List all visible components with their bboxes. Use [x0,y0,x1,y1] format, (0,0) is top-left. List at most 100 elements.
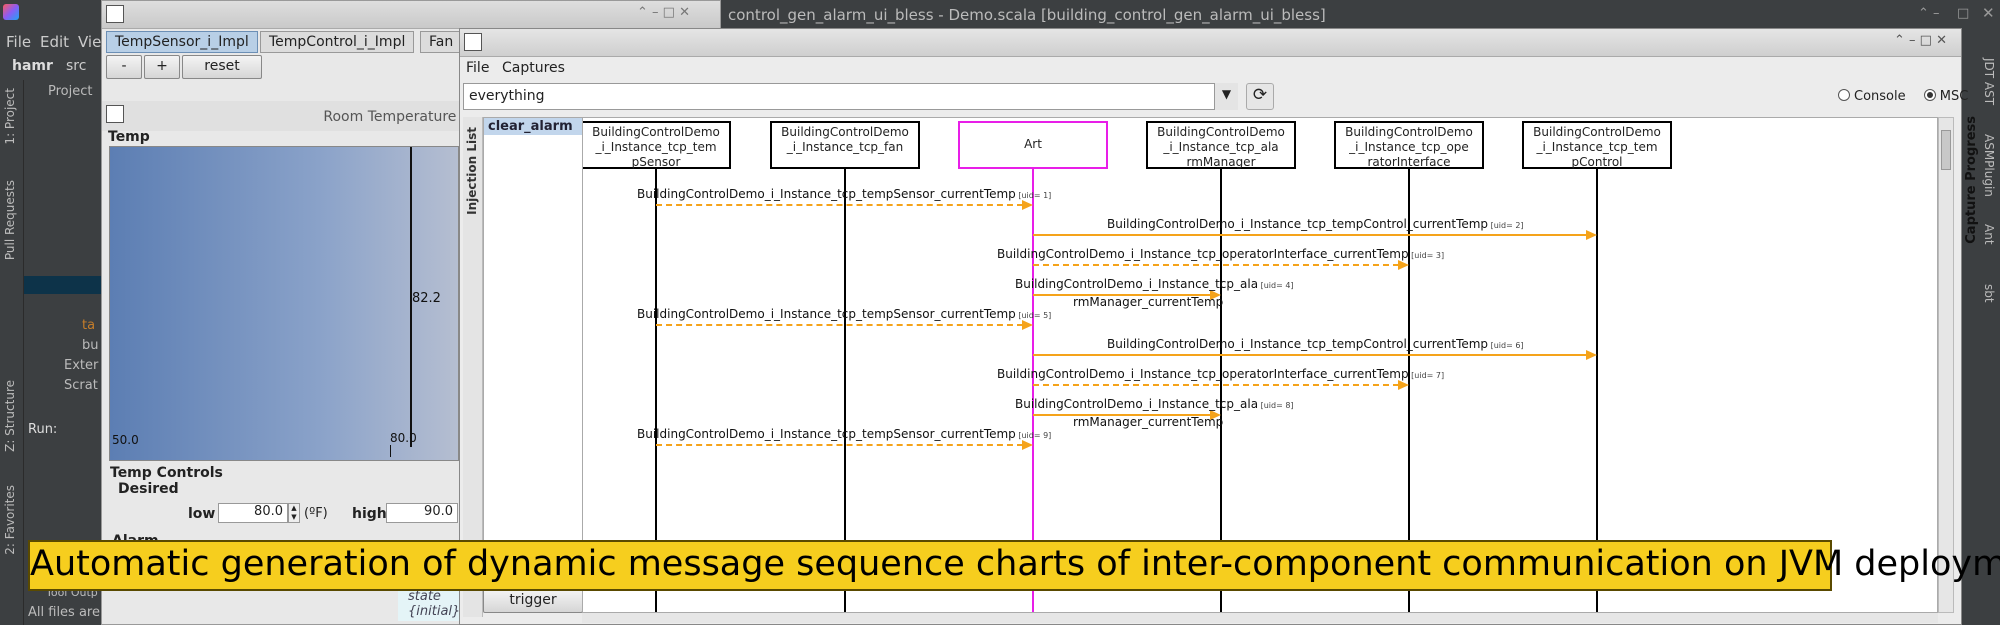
menu-file[interactable]: File [466,60,490,76]
message-arrow[interactable] [656,324,1023,326]
message-arrow[interactable] [656,444,1023,446]
lifeline-header: Art [958,121,1108,169]
trigger-button[interactable]: trigger [483,589,583,613]
increment-button[interactable]: + [144,55,180,79]
minimize-icon[interactable]: ⌃ – [1918,6,1940,21]
java-app-icon [106,5,124,23]
lifeline [655,169,657,612]
ide-left-toolbar: 1: Project Pull Requests Z: Structure 2:… [0,80,24,625]
tree-item[interactable]: Exter [64,358,99,373]
message-arrow[interactable] [1033,294,1211,296]
lifeline [844,169,846,612]
tree-item[interactable]: bu [82,338,99,353]
decrement-button[interactable]: - [106,55,142,79]
arrowhead-icon [1586,230,1597,240]
chevron-down-icon[interactable]: ▼ [1214,83,1238,110]
tab-tempsensor[interactable]: TempSensor_i_Impl [106,31,258,53]
low-value: 80.0 [254,504,283,519]
message-arrow[interactable] [1033,414,1211,416]
tree-item[interactable]: Scrat [64,378,98,393]
high-label: high [352,506,387,522]
radio-icon [1838,89,1850,101]
gauge-marker [410,147,412,447]
refresh-icon[interactable]: ⟳ [1246,83,1274,110]
vertical-scrollbar[interactable] [1938,117,1954,613]
scroll-thumb[interactable] [1941,130,1951,170]
lifeline-header: BuildingControlDemo _i_Instance_tcp_tem … [1522,121,1672,169]
message-label-line2: rmManager_currentTemp [1073,295,1224,309]
java-app-icon [464,33,482,51]
state-box: state {initial} [398,589,460,621]
reset-button[interactable]: reset [182,55,262,79]
project-selected-row[interactable] [24,276,104,294]
message-arrow[interactable] [1033,384,1399,386]
close-icon[interactable]: ✕ [1982,4,1995,22]
maximize-icon[interactable]: □ [1957,6,1970,21]
low-input[interactable]: 80.0 [218,503,288,523]
injection-item-clear-alarm[interactable]: clear_alarm [484,118,582,135]
msc-window-titlebar[interactable]: ⌃ – □ ✕ [460,29,1961,57]
msc-menubar: File Captures [460,57,1961,81]
tree-item[interactable]: ta [82,318,96,333]
breadcrumb-src[interactable]: src [66,58,87,74]
gauge-min-label: 50.0 [112,433,139,447]
injection-list: clear_alarm [483,117,583,587]
arrowhead-icon [1210,290,1221,300]
temp-window-titlebar[interactable]: ⌃ – □ ✕ [102,1,720,29]
tool-sbt[interactable]: sbt [1982,284,1996,303]
console-label: Console [1854,89,1906,104]
ide-window-title: control_gen_alarm_ui_bless - Demo.scala … [728,6,1326,24]
arrowhead-icon [1398,380,1409,390]
low-spinner[interactable]: ▲▼ [288,503,300,523]
high-input[interactable]: 90.0 [386,503,458,523]
window-controls[interactable]: ⌃ – □ ✕ [1894,33,1947,48]
injection-list-strip: Injection List [463,117,483,617]
arrowhead-icon [1022,320,1033,330]
filter-value: everything [469,88,545,104]
message-arrow[interactable] [1033,264,1399,266]
gauge-mid-label: 80.0 [390,431,417,445]
message-label: BuildingControlDemo_i_Instance_tcp_ala [… [1015,277,1294,291]
tab-tempcontrol[interactable]: TempControl_i_Impl [260,31,415,53]
message-label-line2: rmManager_currentTemp [1073,415,1224,429]
horizontal-scrollbar[interactable] [582,613,1938,623]
arrowhead-icon [1586,350,1597,360]
menu-file[interactable]: File [6,33,32,51]
menu-view[interactable]: Vie [78,33,102,51]
tool-ant[interactable]: Ant [1982,224,1996,245]
arrowhead-icon [1022,440,1033,450]
filter-combo[interactable]: everything [463,83,1238,110]
message-sequence-chart: BuildingControlDemo _i_Instance_tcp_tem … [582,117,1938,613]
window-controls[interactable]: ⌃ – □ ✕ [637,5,690,20]
arrowhead-icon [1210,410,1221,420]
view-toggle: Console MSC [1838,89,1968,104]
msc-radio[interactable]: MSC [1923,89,1969,104]
menu-edit[interactable]: Edit [40,33,70,51]
capture-progress-panel: Capture Progress [1962,116,1984,256]
message-arrow[interactable] [1033,354,1587,356]
tool-asmplugin[interactable]: ASMPlugin [1982,134,1996,197]
lifeline-header: BuildingControlDemo _i_Instance_tcp_ope … [1334,121,1484,169]
console-radio[interactable]: Console [1838,89,1906,104]
message-label: BuildingControlDemo_i_Instance_tcp_tempC… [1107,337,1524,351]
msc-label: MSC [1939,89,1969,104]
message-arrow[interactable] [1033,234,1587,236]
menu-captures[interactable]: Captures [502,60,565,76]
tool-structure[interactable]: Z: Structure [3,380,17,452]
message-arrow[interactable] [656,204,1023,206]
breadcrumb-hamr[interactable]: hamr [12,58,53,74]
tool-jdt-ast[interactable]: JDT AST [1982,58,1996,106]
project-panel: Project ta bu Exter Scrat Run: Tool Outp… [24,80,104,625]
temp-group-label: Temp [108,129,150,145]
message-label: BuildingControlDemo_i_Instance_tcp_ala [… [1015,397,1294,411]
low-label: low [188,506,216,522]
caption-banner: Automatic generation of dynamic message … [28,540,2000,591]
project-label[interactable]: Project [48,84,93,99]
tool-project[interactable]: 1: Project [3,88,17,145]
breadcrumb: hamr src [0,54,110,80]
gauge-current-value: 82.2 [412,291,441,306]
tool-favorites[interactable]: 2: Favorites [3,485,17,555]
capture-progress-strip [1954,117,1961,617]
tool-pull-requests[interactable]: Pull Requests [3,180,17,261]
tab-fan[interactable]: Fan [420,31,463,53]
